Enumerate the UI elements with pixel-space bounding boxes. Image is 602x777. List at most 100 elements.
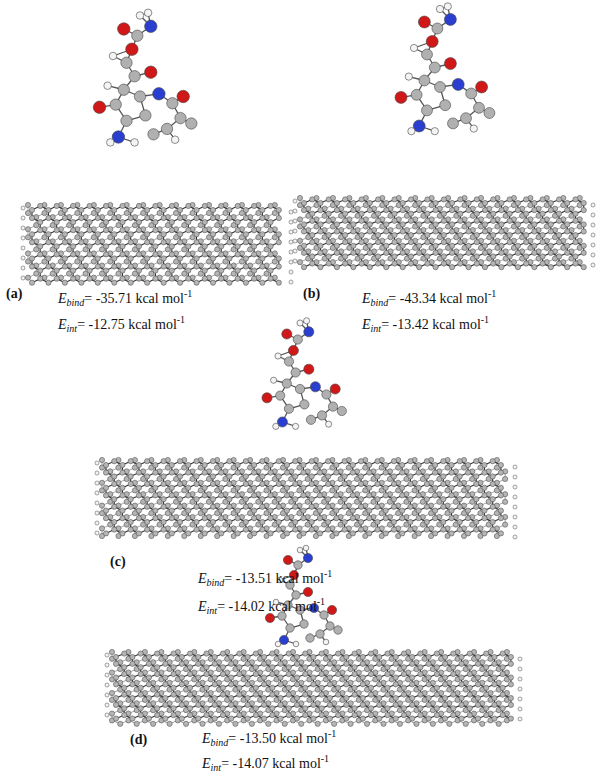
carbon-atom	[145, 215, 150, 220]
carbon-atom	[474, 254, 479, 259]
carbon-atom	[573, 211, 578, 216]
carbon-atom	[112, 264, 117, 269]
carbon-atom	[548, 229, 553, 234]
carbon-atom	[507, 261, 512, 266]
hydrogen-atom	[289, 250, 293, 254]
carbon-atom	[318, 229, 323, 234]
carbon-atom	[343, 211, 348, 216]
carbon-atom	[169, 228, 174, 233]
carbon-atom	[25, 227, 30, 232]
carbon-atom	[458, 218, 463, 223]
carbon-atom	[532, 229, 537, 234]
carbon-atom	[120, 276, 125, 281]
carbon-atom	[227, 232, 232, 237]
carbon-atom	[153, 268, 158, 273]
hydrogen-atom	[21, 256, 25, 260]
carbon-atom	[71, 276, 76, 281]
carbon-atom	[474, 240, 479, 245]
hydrogen-atom	[289, 280, 293, 284]
carbon-atom	[136, 203, 141, 208]
carbon-atom	[326, 261, 331, 266]
carbon-atom	[29, 280, 34, 285]
carbon-atom	[449, 265, 454, 270]
carbon-atom	[482, 222, 487, 227]
carbon-atom	[491, 254, 496, 259]
carbon-atom	[260, 264, 265, 269]
carbon-atom	[433, 208, 438, 213]
carbon-atom	[515, 243, 520, 248]
carbon-atom	[120, 220, 125, 225]
carbon-atom	[79, 240, 84, 245]
carbon-atom	[219, 252, 224, 257]
carbon-atom	[29, 240, 34, 245]
carbon-atom	[227, 215, 232, 220]
carbon-atom	[301, 229, 306, 234]
carbon-atom	[177, 232, 182, 237]
carbon-atom	[565, 222, 570, 227]
carbon-atom	[441, 254, 446, 259]
carbon-atom	[524, 261, 529, 266]
carbon-atom	[540, 261, 545, 266]
carbon-atom	[71, 252, 76, 257]
carbon-atom	[301, 208, 306, 213]
carbon-atom	[556, 261, 561, 266]
carbon-atom	[87, 203, 92, 208]
carbon-atom	[177, 215, 182, 220]
carbon-atom	[310, 240, 315, 245]
carbon-atom	[79, 280, 84, 285]
carbon-atom	[556, 254, 561, 259]
carbon-atom	[367, 200, 372, 205]
carbon-atom	[95, 264, 100, 269]
carbon-atom	[351, 208, 356, 213]
carbon-atom	[343, 218, 348, 223]
carbon-atom	[62, 232, 67, 237]
carbon-atom	[556, 232, 561, 237]
carbon-atom	[136, 276, 141, 281]
carbon-atom	[581, 208, 586, 213]
carbon-atom	[343, 240, 348, 245]
carbon-atom	[260, 232, 265, 237]
carbon-atom	[136, 220, 141, 225]
carbon-atom	[433, 243, 438, 248]
carbon-atom	[425, 211, 430, 216]
carbon-atom	[466, 265, 471, 270]
carbon-atom	[38, 276, 43, 281]
carbon-atom	[128, 280, 133, 285]
carbon-atom	[507, 218, 512, 223]
carbon-atom	[466, 250, 471, 255]
carbon-atom	[318, 265, 323, 270]
carbon-atom	[581, 250, 586, 255]
carbon-atom	[326, 232, 331, 237]
carbon-atom	[268, 252, 273, 257]
carbon-atom	[145, 240, 150, 245]
carbon-atom	[449, 250, 454, 255]
carbon-atom	[466, 222, 471, 227]
nanotube	[21, 202, 293, 285]
carbon-atom	[276, 215, 281, 220]
carbon-atom	[507, 254, 512, 259]
carbon-atom	[186, 268, 191, 273]
carbon-atom	[235, 244, 240, 249]
hydrogen-atom	[21, 226, 25, 230]
carbon-atom	[359, 261, 364, 266]
carbon-atom	[548, 243, 553, 248]
hydrogen-atom	[293, 219, 297, 223]
carbon-atom	[318, 243, 323, 248]
carbon-atom	[202, 268, 207, 273]
carbon-atom	[408, 261, 413, 266]
carbon-atom	[334, 250, 339, 255]
hydrogen-atom	[289, 230, 293, 234]
carbon-atom	[425, 254, 430, 259]
carbon-atom	[153, 220, 158, 225]
carbon-atom	[466, 200, 471, 205]
carbon-atom	[202, 203, 207, 208]
nanotube	[293, 195, 595, 269]
carbon-atom	[276, 256, 281, 261]
carbon-atom	[375, 261, 380, 266]
carbon-atom	[297, 260, 302, 265]
carbon-atom	[161, 256, 166, 261]
carbon-atom	[194, 256, 199, 261]
carbon-atom	[145, 280, 150, 285]
carbon-atom	[186, 220, 191, 225]
carbon-atom	[482, 229, 487, 234]
